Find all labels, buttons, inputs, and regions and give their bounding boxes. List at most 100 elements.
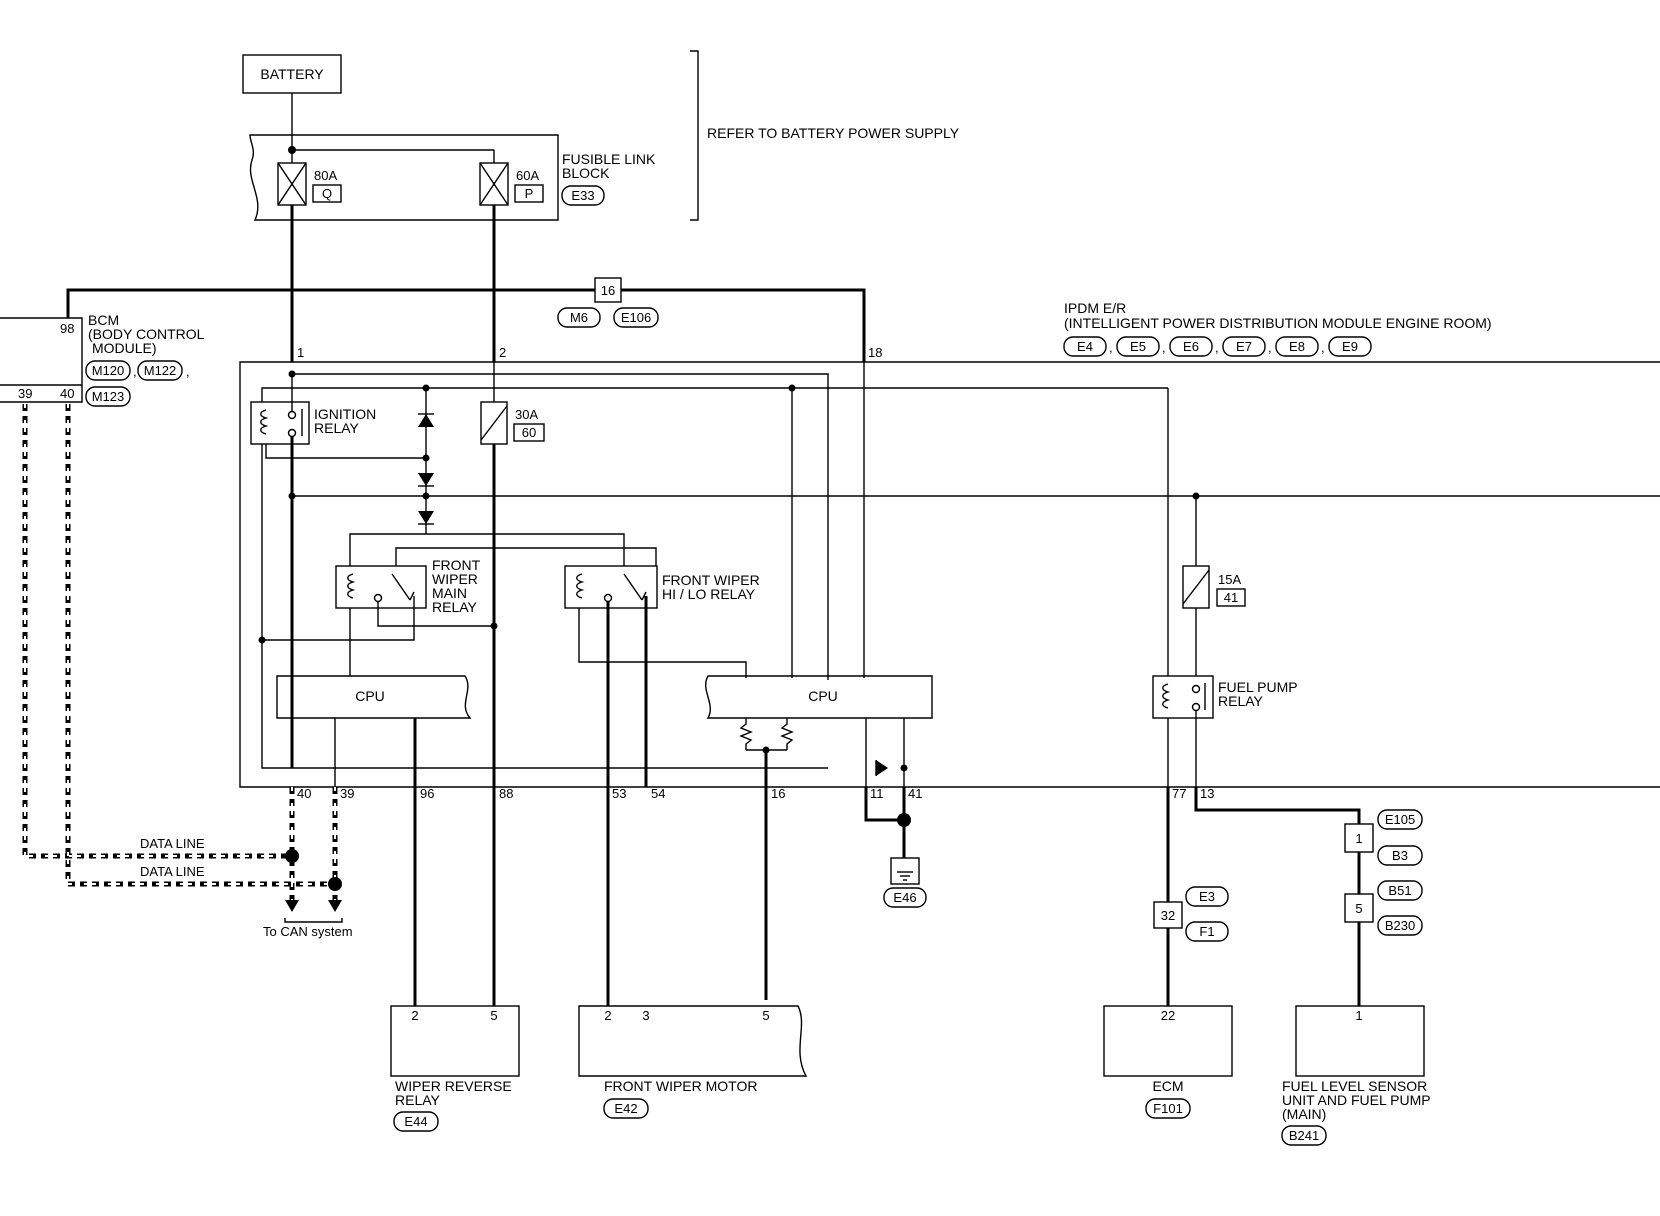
ipdm-conn-e9: E9 <box>1342 339 1358 354</box>
ipdm-conn-e5: E5 <box>1130 339 1146 354</box>
hilo-relay-label-2: HI / LO RELAY <box>662 586 756 602</box>
cpu-2-label: CPU <box>808 688 838 704</box>
fuel-sensor-connector: B241 <box>1289 1128 1319 1143</box>
svg-text:,: , <box>1268 340 1272 355</box>
ground-symbol <box>890 857 920 885</box>
bcm-name-2: (BODY CONTROL <box>88 326 205 342</box>
pin-77: 77 <box>1172 786 1186 801</box>
fuse-80a-id: Q <box>322 186 332 201</box>
ground-diode <box>875 760 888 776</box>
wiper-reverse-pin-b: 5 <box>490 1008 497 1023</box>
joint-32-pin: 32 <box>1161 908 1175 923</box>
wiper-reverse-relay <box>390 1005 520 1077</box>
joint-5-pin: 5 <box>1355 901 1362 916</box>
joint-16-box <box>594 277 622 303</box>
ipdm-conn-e6: E6 <box>1183 339 1199 354</box>
fuse-60a <box>479 162 509 206</box>
cpu-1 <box>276 675 472 719</box>
main-relay-label-4: RELAY <box>432 599 478 615</box>
fuse-15a <box>1182 565 1210 609</box>
main-relay-label-1: FRONT <box>432 557 481 573</box>
ignition-relay-label-2: RELAY <box>314 420 360 436</box>
motor-pin-b: 3 <box>642 1008 649 1023</box>
pin-96: 96 <box>420 786 434 801</box>
wiper-reverse-connector: E44 <box>404 1114 427 1129</box>
motor-pin-a: 2 <box>604 1008 611 1023</box>
joint-16-pin: 16 <box>601 283 615 298</box>
main-relay-label-2: WIPER <box>432 571 478 587</box>
ground-connector: E46 <box>893 890 916 905</box>
ipdm-name-1: IPDM E/R <box>1064 300 1126 316</box>
joint-1-pin: 1 <box>1355 831 1362 846</box>
fuel-pump-relay-label-2: RELAY <box>1218 693 1264 709</box>
cpu-2 <box>705 675 933 719</box>
ipdm-pin-2: 2 <box>499 345 506 360</box>
fuel-pump-relay <box>1152 675 1214 719</box>
fuel-pump-relay-label-1: FUEL PUMP <box>1218 679 1298 695</box>
svg-text:,: , <box>133 364 137 379</box>
fuse-30a-id: 60 <box>522 425 536 440</box>
battery-label: BATTERY <box>260 66 324 82</box>
bcm-name-1: BCM <box>88 312 119 328</box>
pin-13: 13 <box>1200 786 1214 801</box>
pin-39: 39 <box>340 786 354 801</box>
svg-text:,: , <box>1162 340 1166 355</box>
bcm-pin-40: 40 <box>60 386 74 401</box>
joint-5-box <box>1344 893 1374 923</box>
pin-40: 40 <box>297 786 311 801</box>
ipdm-conn-e4: E4 <box>1077 339 1093 354</box>
fuse-80a-amp: 80A <box>314 168 337 183</box>
joint-16-conn-a: M6 <box>570 310 588 325</box>
battery-block: BATTERY <box>242 54 342 94</box>
fuse-60a-id: P <box>525 186 534 201</box>
bcm-pin-98: 98 <box>60 321 74 336</box>
ipdm-conn-e8: E8 <box>1289 339 1305 354</box>
joint-32-conn-a: E3 <box>1199 889 1215 904</box>
fuel-sensor-pin: 1 <box>1355 1008 1362 1023</box>
ecm-module <box>1103 1005 1233 1077</box>
pull-up-resistors <box>739 718 794 751</box>
fuse-30a <box>480 401 508 445</box>
joint-5-conn-b: B230 <box>1385 918 1415 933</box>
svg-text:,: , <box>1109 340 1113 355</box>
joint-5-conn-a: B51 <box>1388 883 1411 898</box>
fusible-link-block: 80A Q 60A P <box>249 134 559 221</box>
bcm-module <box>0 317 83 403</box>
ipdm-pin-18: 18 <box>868 345 882 360</box>
pin-41: 41 <box>908 786 922 801</box>
fuel-level-sensor <box>1295 1005 1425 1077</box>
data-line-1-label: DATA LINE <box>140 836 205 851</box>
ecm-connector: F101 <box>1153 1101 1183 1116</box>
pin-16: 16 <box>771 786 785 801</box>
fusible-link-title-1: FUSIBLE LINK <box>562 151 656 167</box>
front-wiper-motor <box>578 1005 808 1077</box>
ipdm-connectors: E4 E5 E6 E7 E8 E9 ,, ,, , <box>1063 336 1372 357</box>
wiper-reverse-name-2: RELAY <box>395 1092 441 1108</box>
joint-16-conn-b: E106 <box>621 310 651 325</box>
bcm-conn-3: M123 <box>92 389 125 404</box>
front-wiper-motor-name: FRONT WIPER MOTOR <box>604 1078 757 1094</box>
fuse-15a-id: 41 <box>1224 590 1238 605</box>
ecm-name: ECM <box>1152 1078 1183 1094</box>
fuel-sensor-name-3: (MAIN) <box>1282 1106 1326 1122</box>
pin-54: 54 <box>651 786 665 801</box>
ignition-relay <box>250 401 310 445</box>
ipdm-module <box>239 361 1660 788</box>
svg-text:,: , <box>1215 340 1219 355</box>
fuel-sensor-name-1: FUEL LEVEL SENSOR <box>1282 1078 1427 1094</box>
main-relay-label-3: MAIN <box>432 585 467 601</box>
pin-53: 53 <box>612 786 626 801</box>
fuse-80a <box>277 162 307 206</box>
pin-11: 11 <box>870 786 884 801</box>
ipdm-pin-1: 1 <box>297 345 304 360</box>
front-wiper-motor-connector: E42 <box>614 1101 637 1116</box>
bcm-pin-39: 39 <box>18 386 32 401</box>
can-system-note: To CAN system <box>263 924 353 939</box>
refer-note: REFER TO BATTERY POWER SUPPLY <box>707 125 960 141</box>
wiper-reverse-name-1: WIPER REVERSE <box>395 1078 512 1094</box>
data-line-2-label: DATA LINE <box>140 864 205 879</box>
motor-pin-c: 5 <box>762 1008 769 1023</box>
fuse-30a-amp: 30A <box>515 407 538 422</box>
ecm-pin: 22 <box>1161 1008 1175 1023</box>
front-wiper-hilo-relay <box>564 565 658 609</box>
